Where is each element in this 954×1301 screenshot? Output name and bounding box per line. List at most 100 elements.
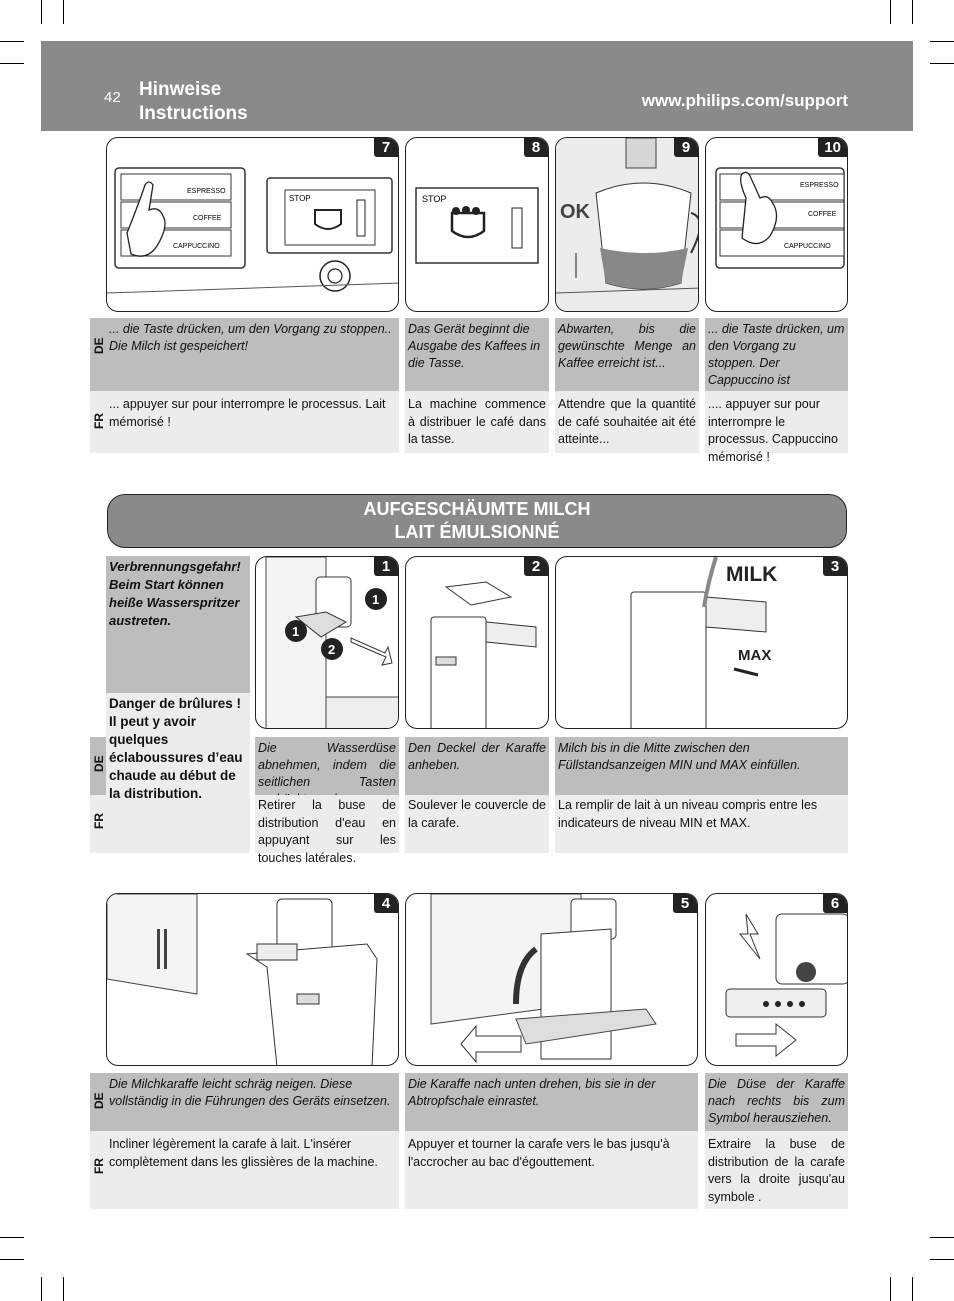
lang-label-de: DE bbox=[92, 1092, 106, 1109]
svg-text:MAX: MAX bbox=[738, 647, 771, 664]
crop-mark bbox=[930, 1237, 954, 1238]
svg-text:COFFEE: COFFEE bbox=[193, 215, 222, 222]
milk-step-1-illustration: 1 1 1 2 bbox=[255, 556, 399, 729]
svg-text:ESPRESSO: ESPRESSO bbox=[187, 188, 226, 195]
svg-text:STOP: STOP bbox=[289, 194, 311, 203]
memo-button-illustration: ESPRESSO COFFEE CAPPUCCINO bbox=[715, 167, 845, 269]
crop-mark bbox=[63, 0, 64, 24]
crop-mark bbox=[0, 1237, 24, 1238]
machine-panel-illustration: ESPRESSO COFFEE CAPPUCCINO STOP bbox=[107, 167, 398, 294]
carafe-lock-illustration bbox=[430, 894, 657, 1064]
crop-mark bbox=[0, 63, 24, 64]
svg-text:CAPPUCCINO: CAPPUCCINO bbox=[784, 243, 831, 250]
nozzle-pull-illustration bbox=[725, 913, 847, 1058]
step-number: 4 bbox=[374, 894, 398, 913]
step-number: 10 bbox=[818, 138, 847, 157]
support-url: www.philips.com/support bbox=[641, 91, 848, 110]
step-number: 8 bbox=[524, 138, 548, 157]
crop-mark bbox=[930, 41, 954, 42]
lang-label-fr: FR bbox=[92, 813, 106, 829]
step-9-illustration: 9 OK bbox=[555, 137, 699, 312]
milk-step-1-text-fr: Retirer la buse de distribution d'eau en… bbox=[255, 795, 399, 865]
step-7-illustration: 7 ESPRESSO COFFEE CAPPUCCINO STOP bbox=[106, 137, 399, 312]
lang-label-de: DE bbox=[92, 755, 106, 772]
lang-label-fr: FR bbox=[92, 413, 106, 429]
crop-mark bbox=[0, 1259, 24, 1260]
step-7-text-de: ... die Taste drücken, um den Vorgang zu… bbox=[106, 318, 399, 391]
step-9-text-de: Abwarten, bis die gewünschte Menge an Ka… bbox=[555, 318, 699, 391]
milk-step-6-text-fr: Extraire la buse de distribution de la c… bbox=[705, 1131, 848, 1209]
step-7-text-fr: ... appuyer sur pour interrompre le proc… bbox=[106, 391, 399, 453]
step-number: 3 bbox=[823, 557, 847, 576]
crop-mark bbox=[930, 1259, 954, 1260]
carafe-lid-illustration bbox=[430, 581, 537, 728]
step-number: 1 bbox=[374, 557, 398, 576]
svg-text:2: 2 bbox=[328, 642, 335, 657]
section-title-de: AUFGESCHÄUMTE MILCH bbox=[363, 499, 591, 519]
crop-mark bbox=[41, 0, 42, 24]
burn-warning-fr: Danger de brûlures ! Il peut y avoir que… bbox=[106, 693, 250, 853]
crop-mark bbox=[890, 1277, 891, 1301]
svg-text:ESPRESSO: ESPRESSO bbox=[800, 182, 839, 189]
lang-label-fr: FR bbox=[92, 1158, 106, 1174]
milk-step-4-illustration: 4 bbox=[106, 893, 399, 1066]
step-number: 5 bbox=[673, 894, 697, 913]
step-number: 7 bbox=[374, 138, 398, 157]
milk-step-2-text-de: Den Deckel der Karaffe anheben. bbox=[405, 737, 549, 795]
milk-step-5-text-de: Die Karaffe nach unten drehen, bis sie i… bbox=[405, 1073, 698, 1131]
crop-mark bbox=[890, 0, 891, 24]
step-number: 2 bbox=[524, 557, 548, 576]
svg-text:1: 1 bbox=[372, 592, 379, 607]
crop-mark bbox=[912, 0, 913, 24]
title-en: Instructions bbox=[139, 103, 248, 124]
lang-strip bbox=[90, 318, 106, 391]
milk-step-5-text-fr: Appuyer et tourner la carafe vers le bas… bbox=[405, 1131, 698, 1209]
carafe-insert-illustration bbox=[107, 894, 378, 1065]
crop-mark bbox=[912, 1277, 913, 1301]
lang-strip bbox=[90, 737, 106, 795]
crop-mark bbox=[63, 1277, 64, 1301]
title-de: Hinweise bbox=[139, 79, 222, 100]
lang-strip bbox=[90, 1131, 106, 1209]
step-8-illustration: 8 STOP bbox=[405, 137, 549, 312]
crop-mark bbox=[41, 1277, 42, 1301]
milk-step-5-illustration: 5 bbox=[405, 893, 698, 1066]
burn-warning-de: Verbrennungsgefahr! Beim Start können he… bbox=[106, 556, 250, 693]
page-number: 42 bbox=[104, 89, 121, 106]
lang-label-de: DE bbox=[92, 337, 106, 354]
step-10-text-fr: .... appuyer sur pour interrompre le pro… bbox=[705, 391, 848, 464]
milk-step-3-text-de: Milch bis in die Mitte zwischen den Füll… bbox=[555, 737, 848, 795]
svg-text:STOP: STOP bbox=[422, 194, 446, 204]
carafe-fill-illustration: MILK MAX bbox=[630, 557, 777, 728]
lang-strip bbox=[90, 795, 106, 853]
svg-text:OK: OK bbox=[560, 201, 591, 223]
section-title: AUFGESCHÄUMTE MILCH LAIT ÉMULSIONNÉ bbox=[107, 494, 847, 548]
step-10-illustration: 10 ESPRESSO COFFEE CAPPUCCINO bbox=[705, 137, 848, 312]
milk-step-6-illustration: 6 bbox=[705, 893, 848, 1066]
milk-step-1-text-de: Die Wasserdüse abnehmen, indem die seitl… bbox=[255, 737, 399, 806]
section-title-fr: LAIT ÉMULSIONNÉ bbox=[394, 522, 560, 542]
svg-text:1: 1 bbox=[292, 624, 299, 639]
page-header: 42 Hinweise Instructions www.philips.com… bbox=[41, 41, 913, 131]
step-8-text-de: Das Gerät beginnt die Ausgabe des Kaffee… bbox=[405, 318, 549, 391]
crop-mark bbox=[0, 41, 24, 42]
milk-step-4-text-fr: Incliner légèrement la carafe à lait. L'… bbox=[106, 1131, 399, 1209]
display-stop-illustration: STOP bbox=[415, 187, 539, 264]
milk-step-3-illustration: 3 MILK MAX bbox=[555, 556, 848, 729]
step-8-text-fr: La machine commence à distribuer le café… bbox=[405, 391, 549, 453]
milk-step-3-text-fr: La remplir de lait à un niveau compris e… bbox=[555, 795, 848, 853]
lang-strip bbox=[90, 391, 106, 453]
water-nozzle-illustration: 1 1 2 bbox=[265, 557, 398, 728]
cup-filling-illustration: OK bbox=[556, 138, 698, 311]
milk-step-4-text-de: Die Milchkaraffe leicht schräg neigen. D… bbox=[106, 1073, 399, 1131]
page-title: Hinweise Instructions bbox=[139, 78, 248, 126]
lang-strip bbox=[90, 1073, 106, 1131]
milk-step-2-text-fr: Soulever le couvercle de la carafe. bbox=[405, 795, 549, 853]
step-9-text-fr: Attendre que la quantité de café souhait… bbox=[555, 391, 699, 453]
svg-text:COFFEE: COFFEE bbox=[808, 211, 837, 218]
step-number: 6 bbox=[823, 894, 847, 913]
milk-step-6-text-de: Die Düse der Karaffe nach rechts bis zum… bbox=[705, 1073, 848, 1131]
crop-mark bbox=[930, 63, 954, 64]
milk-step-2-illustration: 2 bbox=[405, 556, 549, 729]
svg-text:MILK: MILK bbox=[726, 563, 777, 586]
